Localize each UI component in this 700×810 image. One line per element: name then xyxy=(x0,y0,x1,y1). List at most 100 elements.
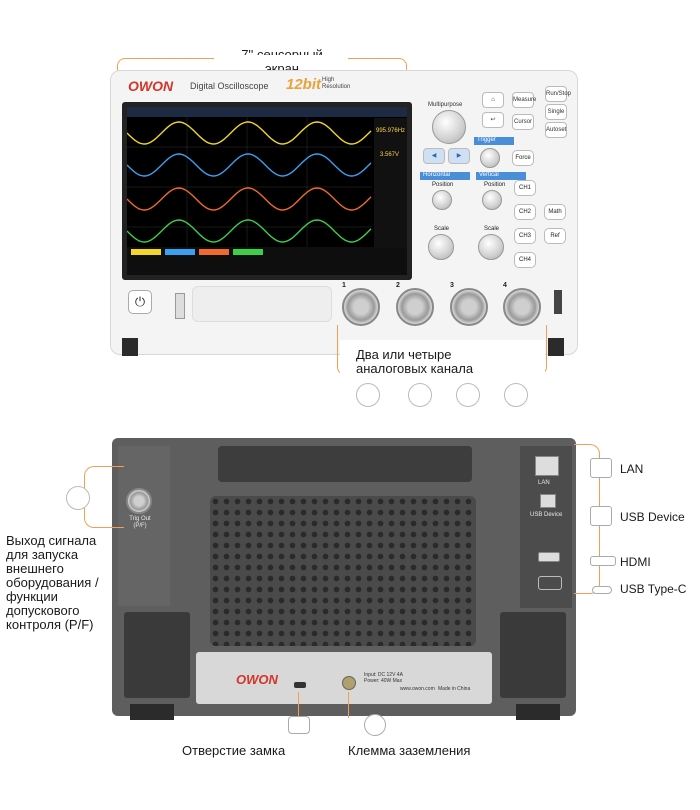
measure-button[interactable]: Measure xyxy=(512,92,536,108)
ch3-bnc-connector[interactable] xyxy=(450,288,488,326)
front-right-foot xyxy=(548,338,564,356)
trig-out-label: Trig Out (P/F) xyxy=(129,516,151,529)
horizontal-position-knob[interactable] xyxy=(432,190,452,210)
single-button[interactable]: Single xyxy=(545,104,567,120)
ch2-button[interactable]: CH2 xyxy=(514,204,536,220)
bnc-number-1: 1 xyxy=(342,282,346,289)
made-in-text: Made in China xyxy=(438,686,471,692)
usb-c-icon xyxy=(592,586,612,594)
lock-icon xyxy=(288,716,310,734)
ch1-waveform xyxy=(126,121,372,145)
trig-out-ghost-icon xyxy=(66,486,90,510)
v-position-label: Position xyxy=(484,182,506,188)
ch1-button[interactable]: CH1 xyxy=(514,180,536,196)
lock-slot[interactable] xyxy=(294,682,306,688)
horizontal-scale-knob[interactable] xyxy=(428,234,454,260)
rear-right-bumper xyxy=(500,612,566,698)
usb-device-port[interactable] xyxy=(540,494,556,508)
bnc-number-4: 4 xyxy=(503,282,507,289)
rear-left-column xyxy=(118,446,170,606)
waveform-display xyxy=(126,107,407,275)
left-arrow-button[interactable]: ◀ xyxy=(423,148,445,164)
channels-callout: Два или четыре аналоговых канала xyxy=(356,347,474,376)
horizontal-label: Horizontal xyxy=(420,172,470,180)
resolution-text: High Resolution xyxy=(322,77,351,90)
bnc-number-3: 3 xyxy=(450,282,454,289)
rear-lan-label: LAN xyxy=(538,480,550,486)
brand-logo: OWON xyxy=(128,78,174,94)
ch4-button[interactable]: CH4 xyxy=(514,252,536,268)
trig-out-bnc[interactable] xyxy=(126,488,152,514)
autoset-button[interactable]: Autoset xyxy=(545,122,567,138)
trigger-label: Trigger xyxy=(474,137,514,145)
usb-device-icon xyxy=(590,506,612,526)
ref-button[interactable]: Ref xyxy=(544,228,566,244)
back-button[interactable]: ↩ xyxy=(482,112,504,128)
probe-comp-terminal[interactable] xyxy=(554,290,562,314)
usb-c-callout: USB Type-C xyxy=(620,582,687,596)
ghost-bnc-4-icon xyxy=(504,383,528,407)
rear-left-bumper xyxy=(124,612,190,698)
ground-icon xyxy=(364,714,386,736)
trig-out-callout: Выход сигнала для запуска внешнего обору… xyxy=(6,533,99,632)
ch3-button[interactable]: CH3 xyxy=(514,228,536,244)
ch3-waveform xyxy=(126,187,372,211)
vertical-scale-knob[interactable] xyxy=(478,234,504,260)
right-arrow-button[interactable]: ▶ xyxy=(448,148,470,164)
multipurpose-label: Multipurpose xyxy=(428,102,463,108)
rear-usb-label: USB Device xyxy=(530,512,563,518)
rear-grille xyxy=(210,496,476,646)
ch2-bnc-connector[interactable] xyxy=(396,288,434,326)
bits-badge: 12bit xyxy=(286,76,322,93)
lan-port[interactable] xyxy=(535,456,559,476)
rear-right-foot xyxy=(516,704,560,720)
screen-volt-readout: 3.567V xyxy=(380,152,400,158)
trigger-knob[interactable] xyxy=(480,148,500,168)
channels-callout-gap xyxy=(340,340,545,380)
hdmi-port[interactable] xyxy=(538,552,560,562)
h-scale-label: Scale xyxy=(434,226,450,232)
power-button[interactable]: ⏻ xyxy=(128,290,152,314)
usb-host-port[interactable] xyxy=(175,293,185,319)
lock-callout: Отверстие замка xyxy=(182,743,286,758)
ghost-bnc-2-icon xyxy=(408,383,432,407)
hdmi-icon xyxy=(590,556,616,566)
ghost-bnc-1-icon xyxy=(356,383,380,407)
touch-screen[interactable] xyxy=(126,107,407,275)
bnc-number-2: 2 xyxy=(396,282,400,289)
multipurpose-knob[interactable] xyxy=(432,110,466,144)
decorative-panel xyxy=(192,286,332,322)
ch2-waveform xyxy=(126,153,372,177)
h-position-label: Position xyxy=(432,182,454,188)
ch1-bnc-connector[interactable] xyxy=(342,288,380,326)
callout-gap xyxy=(214,55,348,63)
ground-callout: Клемма заземления xyxy=(348,743,471,758)
rear-top-vent xyxy=(218,446,472,482)
ghost-bnc-3-icon xyxy=(456,383,480,407)
screen-side-readout xyxy=(374,118,407,248)
lan-callout: LAN xyxy=(620,462,644,476)
ch4-waveform xyxy=(126,219,372,243)
lock-callout-line xyxy=(298,692,299,718)
rear-brand-logo: OWON xyxy=(236,672,278,687)
v-scale-label: Scale xyxy=(484,226,500,232)
front-left-foot xyxy=(122,338,138,356)
math-button[interactable]: Math xyxy=(544,204,566,220)
home-button[interactable]: ⌂ xyxy=(482,92,504,108)
usb-c-port[interactable] xyxy=(538,576,562,590)
vertical-position-knob[interactable] xyxy=(482,190,502,210)
ch4-bnc-connector[interactable] xyxy=(503,288,541,326)
usb-device-callout: USB Device xyxy=(620,510,685,524)
rear-left-foot xyxy=(130,704,174,720)
cursor-button[interactable]: Cursor xyxy=(512,114,534,130)
vertical-label: Vertical xyxy=(476,172,526,180)
ground-terminal[interactable] xyxy=(342,676,356,690)
lan-icon xyxy=(590,458,612,478)
ground-callout-line xyxy=(348,692,349,718)
run-stop-button[interactable]: Run/Stop xyxy=(545,86,571,102)
hdmi-callout: HDMI xyxy=(620,555,651,569)
power-input-text: Input: DC 12V 4A Power: 40W Max xyxy=(364,672,403,684)
model-text: Digital Oscilloscope xyxy=(190,81,269,91)
force-button[interactable]: Force xyxy=(512,150,534,166)
screen-freq-readout: 995.976Hz xyxy=(376,128,406,134)
